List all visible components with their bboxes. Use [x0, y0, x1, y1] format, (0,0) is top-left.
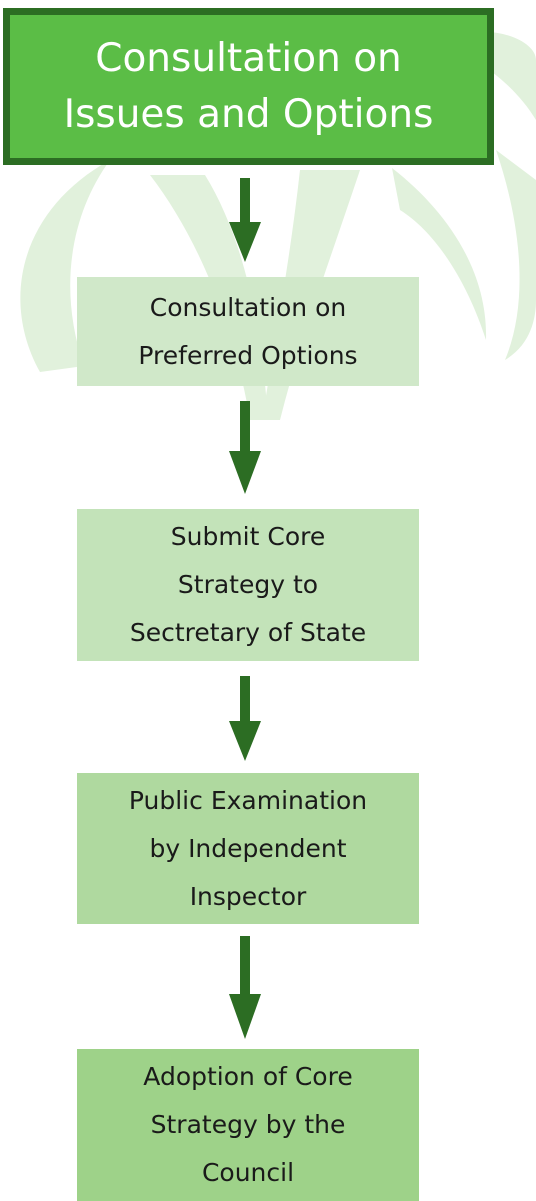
step-label-line: Issues and Options	[63, 91, 434, 137]
step-label-line: Preferred Options	[138, 340, 358, 370]
step-label-line: Council	[201, 1158, 295, 1187]
arrow-down-icon	[229, 401, 261, 494]
step-issues-and-options: Consultation on Issues and Options	[3, 8, 494, 165]
step-label-line: Consultation on	[95, 35, 402, 81]
arrow-down-icon	[229, 936, 261, 1039]
step-label-line: Strategy by the	[150, 1110, 346, 1139]
step-label-line: Submit Core	[170, 522, 326, 551]
step-submit-core-strategy: Submit Core Strategy to Sectretary of St…	[77, 509, 419, 661]
step-adoption: Adoption of Core Strategy by the Council	[77, 1049, 419, 1201]
step-label-line: Strategy to	[177, 570, 319, 599]
step-preferred-options: Consultation on Preferred Options	[77, 277, 419, 386]
step-label-line: Public Examination	[128, 785, 368, 815]
step-label-line: Consultation on	[149, 292, 347, 322]
step-label-line: Sectretary of State	[129, 618, 367, 647]
step-public-examination: Public Examination by Independent Inspec…	[77, 773, 419, 924]
step-label-line: Adoption of Core	[143, 1062, 353, 1091]
step-label-line: Inspector	[189, 881, 307, 911]
arrow-down-icon	[229, 676, 261, 761]
arrow-down-icon	[229, 178, 261, 262]
step-label-line: by Independent	[149, 833, 347, 863]
